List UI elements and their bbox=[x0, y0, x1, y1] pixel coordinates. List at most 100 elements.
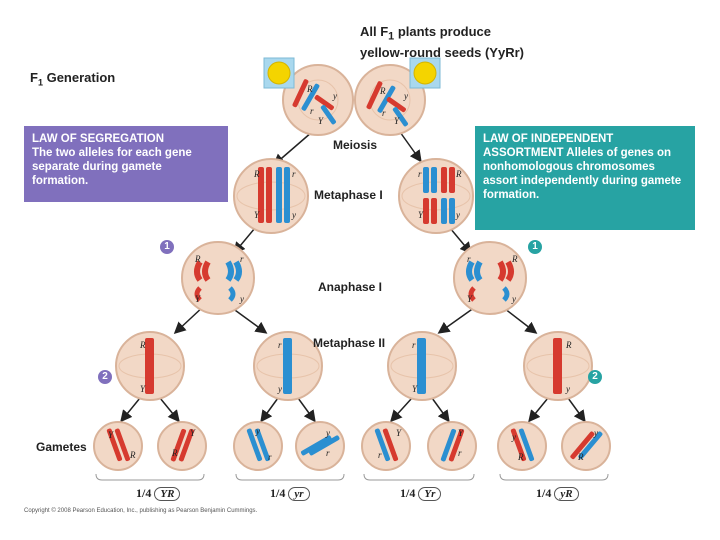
allele-y: y bbox=[239, 294, 244, 304]
cell-f1-right bbox=[354, 64, 426, 136]
cell-anaphase1-left bbox=[181, 241, 255, 315]
cell-metaphase2-2 bbox=[253, 331, 323, 401]
arrow-g1 bbox=[120, 397, 141, 423]
allele-y: y bbox=[325, 428, 330, 438]
top-note: All F1 plants produce yellow-round seeds… bbox=[360, 24, 524, 60]
law-of-independent-assortment-box: LAW OF INDEPENDENT ASSORTMENT Alleles of… bbox=[475, 126, 695, 230]
arrow-g7 bbox=[528, 397, 549, 423]
allele-R: R bbox=[517, 452, 524, 462]
allele-r: r bbox=[382, 108, 386, 118]
allele-Y: Y bbox=[190, 428, 196, 438]
allele-R: R bbox=[253, 169, 260, 179]
arrow-g3 bbox=[260, 397, 279, 423]
allele-r: r bbox=[268, 452, 272, 462]
gamete-3 bbox=[233, 421, 283, 471]
seed-icon-right bbox=[409, 57, 441, 89]
arrow-g5 bbox=[389, 397, 413, 423]
arrow-meiosis-left bbox=[272, 131, 313, 166]
allele-r: r bbox=[278, 340, 282, 350]
arrow-meta1-right bbox=[449, 227, 472, 255]
step-marker-1-teal: 1 bbox=[528, 240, 542, 254]
stage-metaphase-2: Metaphase II bbox=[313, 336, 386, 350]
allele-R: R bbox=[171, 448, 178, 458]
allele-Y: Y bbox=[394, 116, 400, 126]
segregation-title: LAW OF SEGREGATION bbox=[32, 133, 165, 145]
allele-Y: Y bbox=[140, 384, 146, 394]
allele-r: r bbox=[458, 448, 462, 458]
allele-r: r bbox=[240, 254, 244, 264]
allele-R: R bbox=[455, 169, 462, 179]
allele-y: y bbox=[511, 432, 516, 442]
allele-r: r bbox=[292, 169, 296, 179]
law-of-segregation-box: LAW OF SEGREGATION The two alleles for e… bbox=[24, 126, 228, 202]
allele-Y: Y bbox=[396, 428, 402, 438]
stage-meiosis: Meiosis bbox=[333, 138, 378, 152]
allele-y: y bbox=[332, 91, 337, 101]
allele-Y: Y bbox=[108, 430, 114, 440]
copyright-note: Copyright © 2008 Pearson Education, Inc.… bbox=[24, 508, 258, 514]
f1-generation-label: F1 Generation bbox=[30, 70, 116, 88]
cell-f1-left bbox=[282, 64, 354, 136]
allele-R: R bbox=[379, 86, 386, 96]
arrow-g6 bbox=[431, 397, 450, 423]
allele-R: R bbox=[577, 452, 584, 462]
gamete-4 bbox=[295, 421, 345, 471]
allele-Y: Y bbox=[467, 294, 473, 304]
allele-R: R bbox=[129, 450, 136, 460]
allele-r: r bbox=[418, 169, 422, 179]
gamete-brackets bbox=[95, 473, 609, 481]
step-marker-2-purple: 2 bbox=[98, 370, 112, 384]
allele-Y: Y bbox=[195, 294, 201, 304]
arrow-g4 bbox=[297, 397, 316, 423]
allele-R: R bbox=[565, 340, 572, 350]
allele-y: y bbox=[403, 91, 408, 101]
cell-metaphase2-1 bbox=[115, 331, 185, 401]
stage-metaphase-1: Metaphase I bbox=[314, 188, 383, 202]
step-marker-1-purple: 1 bbox=[160, 240, 174, 254]
cell-metaphase2-4 bbox=[523, 331, 593, 401]
allele-R: R bbox=[194, 254, 201, 264]
allele-y: y bbox=[593, 428, 598, 438]
gamete-2 bbox=[157, 421, 207, 471]
allele-y: y bbox=[291, 210, 296, 220]
allele-R: R bbox=[306, 84, 313, 94]
cell-metaphase1-right bbox=[398, 158, 474, 234]
cell-anaphase1-right bbox=[453, 241, 527, 315]
gamete-8 bbox=[561, 421, 611, 471]
allele-y: y bbox=[455, 210, 460, 220]
allele-Y: Y bbox=[318, 116, 324, 126]
allele-y: y bbox=[277, 384, 282, 394]
stage-anaphase-1: Anaphase I bbox=[318, 280, 383, 294]
allele-R: R bbox=[139, 340, 146, 350]
allele-letters: R y r Y R y r Y R r Y y r R Y y R r Y y … bbox=[108, 84, 598, 462]
gamete-5 bbox=[361, 421, 411, 471]
cell-metaphase1-left bbox=[233, 158, 309, 234]
allele-Y: Y bbox=[254, 210, 260, 220]
allele-r: r bbox=[310, 106, 314, 116]
step-marker-2-teal: 2 bbox=[588, 370, 602, 384]
allele-r: r bbox=[412, 340, 416, 350]
independent-title: LAW OF INDEPENDENT bbox=[483, 133, 614, 145]
arrow-g8 bbox=[567, 397, 586, 423]
allele-y: y bbox=[565, 384, 570, 394]
segregation-text: The two alleles for each gene separate d… bbox=[32, 147, 192, 187]
seed-icon-left bbox=[263, 57, 295, 89]
allele-r: r bbox=[326, 448, 330, 458]
stage-gametes: Gametes bbox=[36, 440, 87, 454]
independent-text: ASSORTMENT Alleles of genes on nonhomolo… bbox=[483, 147, 682, 201]
allele-r: r bbox=[378, 450, 382, 460]
allele-r: r bbox=[467, 254, 471, 264]
arrow-meiosis-right bbox=[399, 131, 422, 163]
allele-R: R bbox=[511, 254, 518, 264]
gamete-6 bbox=[427, 421, 477, 471]
allele-Y: Y bbox=[418, 210, 424, 220]
allele-y: y bbox=[255, 426, 260, 436]
arrow-g2 bbox=[159, 397, 180, 423]
allele-Y: Y bbox=[458, 428, 464, 438]
gamete-1 bbox=[93, 421, 143, 471]
